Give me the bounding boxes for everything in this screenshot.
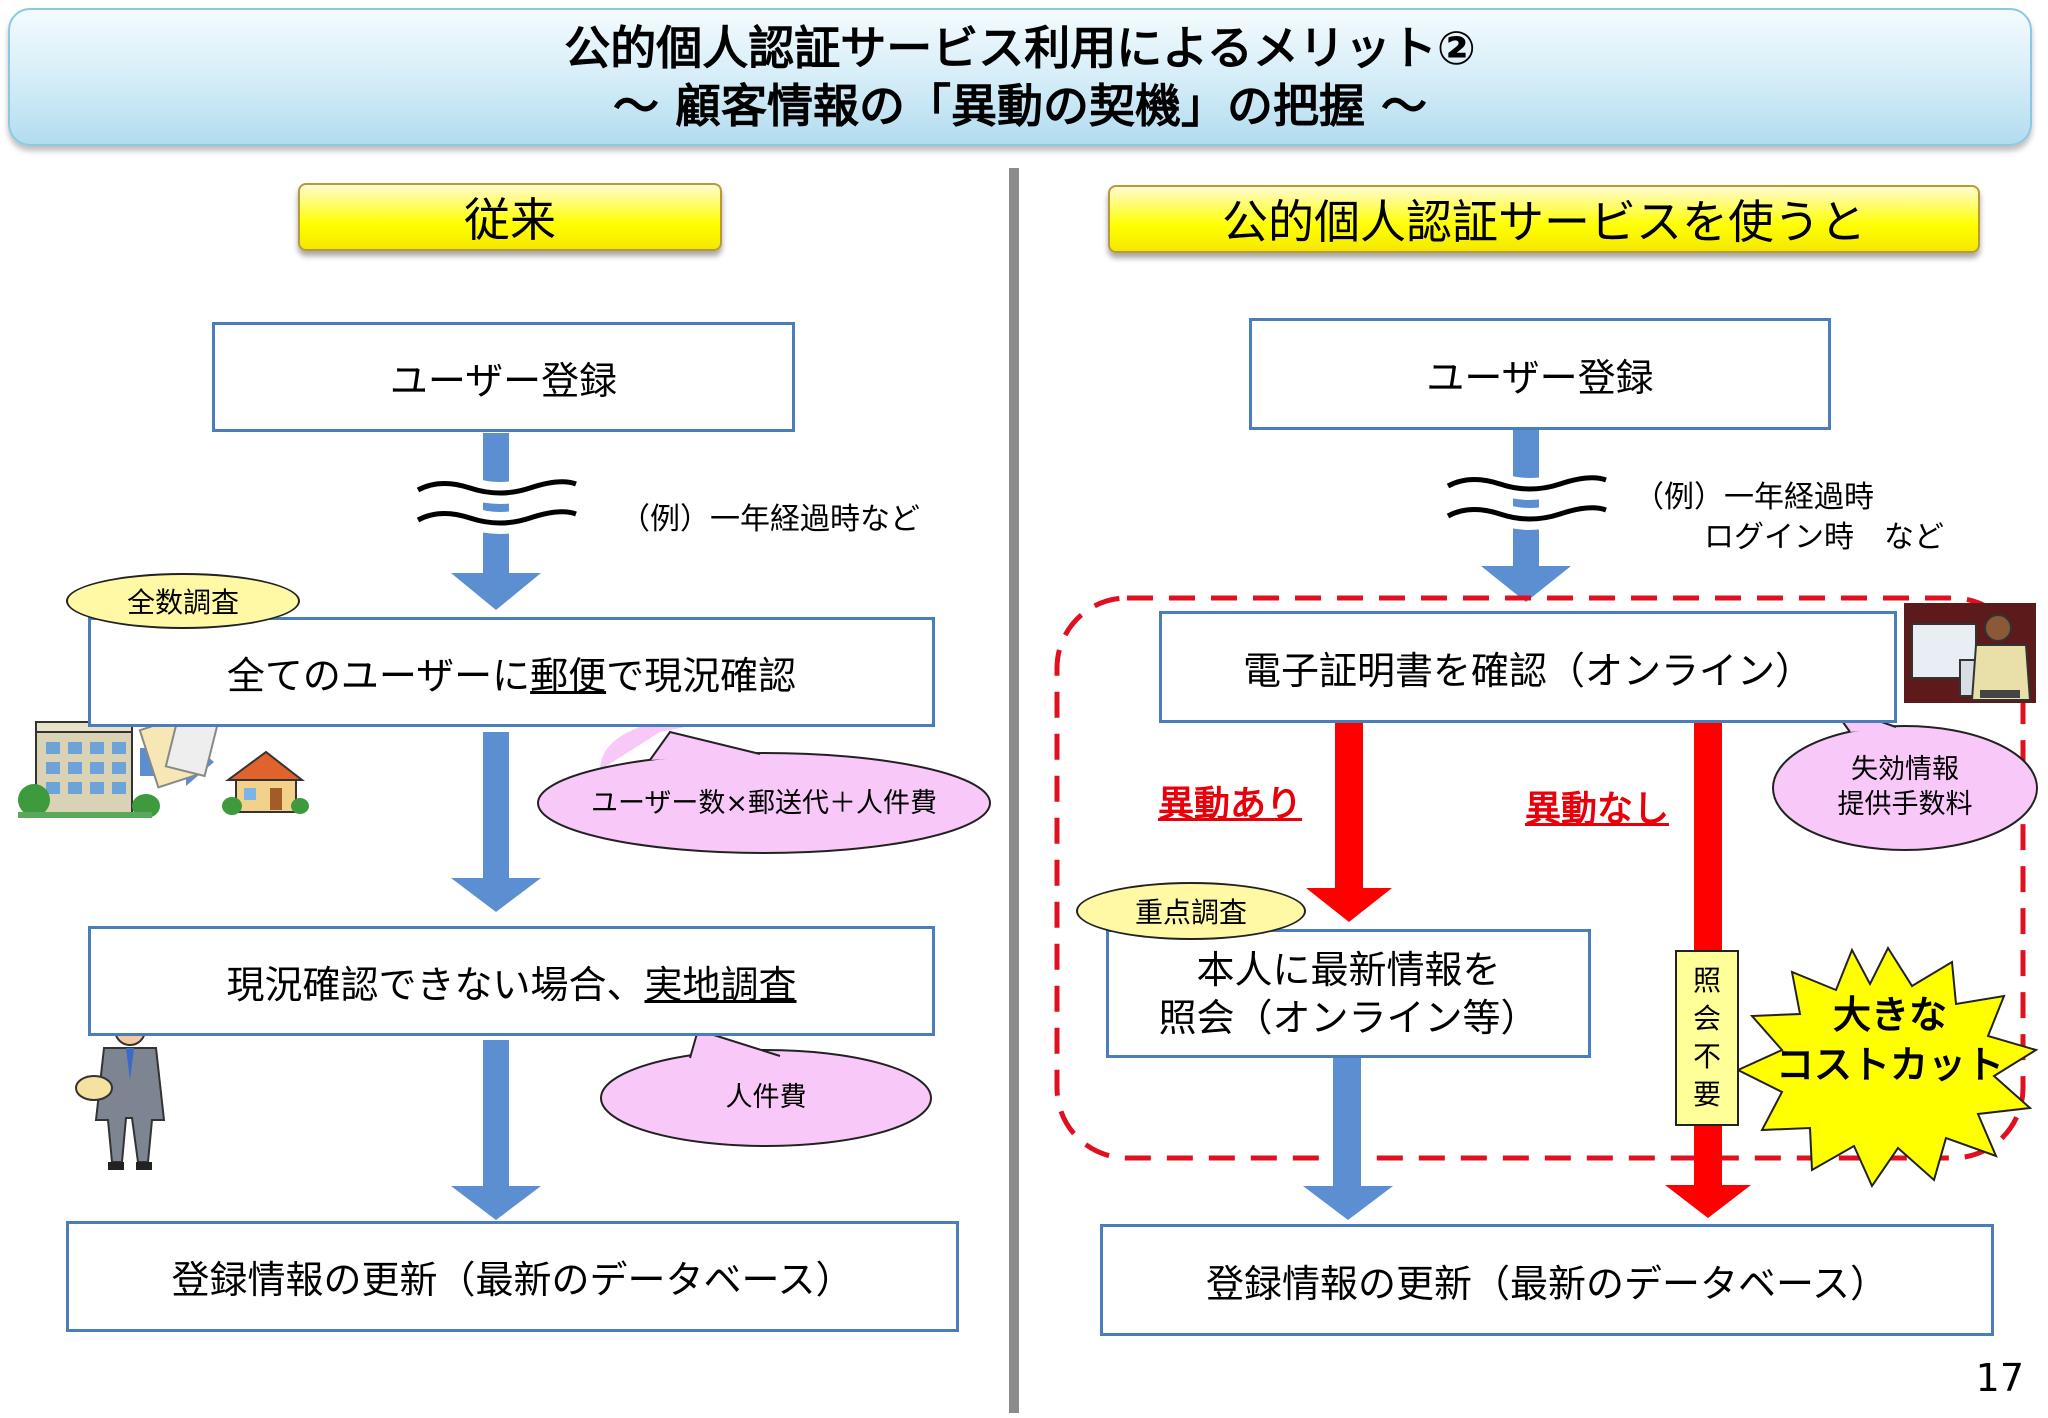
cost-cut-line-1: 大きな	[1832, 993, 1947, 1037]
left-update-box: 登録情報の更新（最新のデータベース）	[66, 1221, 959, 1332]
right-update-box: 登録情報の更新（最新のデータベース）	[1100, 1224, 1994, 1336]
right-update-text: 登録情報の更新（最新のデータベース）	[1205, 1261, 1889, 1306]
fee-bubble-line-2: 提供手数料	[1837, 789, 1973, 820]
change-yes-label: 異動あり	[1158, 784, 1303, 825]
left-labor-bubble	[600, 1028, 932, 1147]
left-header-text: 従来	[464, 193, 556, 247]
title-line-1: 公的個人認証サービス利用によるメリット②	[564, 21, 1476, 75]
fee-bubble-line-1: 失効情報	[1851, 754, 1959, 785]
red-arrow-change	[1306, 723, 1392, 922]
center-divider	[1009, 168, 1019, 1413]
no-inquiry-char-1: 照	[1692, 964, 1721, 997]
onsite-pre: 現況確認できない場合、	[226, 962, 645, 1007]
title-banner: 公的個人認証サービス利用によるメリット② ～ 顧客情報の「異動の契機」の把握 ～	[8, 8, 2032, 146]
building-icon	[18, 721, 160, 818]
left-user-registration-text: ユーザー登録	[389, 358, 618, 403]
no-inquiry-needed-box: 照 会 不 要	[1675, 950, 1739, 1126]
cost-cut-line-2: コストカット	[1775, 1043, 2004, 1087]
mail-check-underlined: 郵便	[530, 653, 607, 698]
no-inquiry-char-3: 不	[1692, 1040, 1721, 1073]
left-arrow-2	[451, 732, 541, 912]
cost-cut-text: 大きな コストカット	[1770, 990, 2010, 1090]
left-header: 従来	[298, 183, 722, 251]
verify-certificate-box: 電子証明書を確認（オンライン）	[1159, 611, 1897, 723]
left-example-note: （例）一年経過時など	[620, 502, 920, 537]
left-cost-bubble	[537, 710, 991, 854]
verify-certificate-text: 電子証明書を確認（オンライン）	[1242, 648, 1813, 693]
inquiry-box: 本人に最新情報を 照会（オンライン等）	[1106, 929, 1591, 1058]
focus-tag: 重点調査	[1076, 882, 1306, 940]
change-no-label: 異動なし	[1525, 789, 1670, 830]
no-inquiry-char-4: 要	[1692, 1078, 1721, 1111]
no-inquiry-char-2: 会	[1692, 1002, 1721, 1035]
mail-check-pre: 全てのユーザーに	[226, 653, 531, 698]
left-labor-bubble-text: 人件費	[725, 1082, 807, 1113]
envelope-icon	[138, 710, 220, 789]
left-wavy-break	[412, 470, 580, 534]
dashed-region	[1054, 595, 2026, 1161]
right-header-text: 公的個人認証サービスを使うと	[1222, 195, 1866, 249]
right-user-registration-box: ユーザー登録	[1249, 318, 1831, 430]
fee-bubble-text: 失効情報 提供手数料	[1790, 752, 2020, 822]
right-example-note-1: （例）一年経過時	[1634, 480, 1874, 515]
house-icon	[222, 750, 309, 815]
left-update-text: 登録情報の更新（最新のデータベース）	[171, 1258, 854, 1302]
cost-cut-burst	[1735, 945, 2039, 1189]
title-line-2: ～ 顧客情報の「異動の契機」の把握 ～	[612, 79, 1428, 133]
inquiry-line-1: 本人に最新情報を	[1196, 947, 1501, 992]
left-user-registration-box: ユーザー登録	[212, 322, 795, 432]
onsite-underlined: 実地調査	[644, 962, 797, 1007]
mail-check-post: で現況確認	[606, 653, 797, 698]
census-tag: 全数調査	[66, 573, 300, 629]
right-example-note-2: ログイン時 など	[1704, 520, 1944, 555]
inquiry-line-2: 照会（オンライン等）	[1158, 995, 1539, 1040]
right-user-registration-text: ユーザー登録	[1426, 355, 1654, 400]
man-at-computer-icon	[1904, 603, 2036, 703]
focus-tag-text: 重点調査	[1134, 896, 1247, 929]
census-tag-text: 全数調査	[126, 586, 239, 619]
right-header: 公的個人認証サービスを使うと	[1108, 185, 1980, 253]
right-wavy-break	[1442, 466, 1610, 530]
onsite-survey-box: 現況確認できない場合、実地調査	[88, 926, 935, 1036]
right-arrow-2	[1303, 1058, 1393, 1220]
left-cost-bubble-text: ユーザー数×郵送代＋人件費	[590, 788, 938, 819]
mail-check-box: 全てのユーザーに郵便で現況確認	[88, 617, 935, 727]
page-number: 17	[1975, 1356, 2024, 1400]
left-arrow-3	[451, 1040, 541, 1220]
businessman-icon	[75, 1014, 166, 1170]
